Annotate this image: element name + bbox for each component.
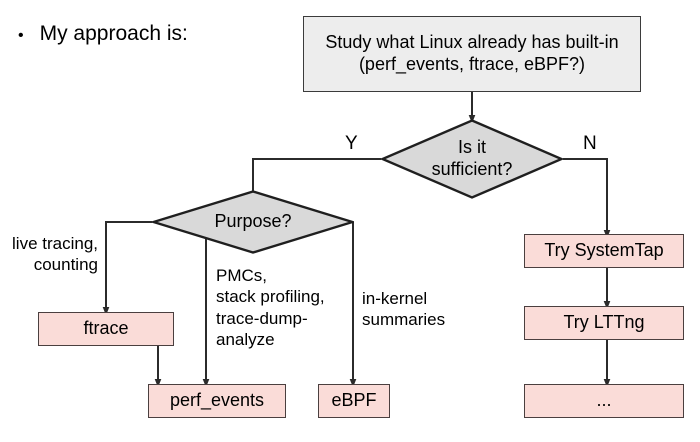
edge-yes-to-purpose xyxy=(249,158,381,203)
node-ftrace-label: ftrace xyxy=(83,318,129,339)
node-perf-events[interactable]: perf_events xyxy=(148,384,286,418)
edge-label-in-kernel: in-kernel summaries xyxy=(362,289,446,330)
bullet-text: My approach is: xyxy=(39,22,188,45)
node-ftrace[interactable]: ftrace xyxy=(38,312,174,346)
decision-diamond-shape xyxy=(381,119,563,199)
node-try-lttng-label: Try LTTng xyxy=(563,312,645,333)
node-try-lttng[interactable]: Try LTTng xyxy=(524,306,684,340)
purpose-diamond-shape xyxy=(152,190,354,254)
decision-sufficient-line1: Is it xyxy=(457,137,486,158)
node-ebpf-label: eBPF xyxy=(331,390,377,411)
node-study-linux-builtin-label: Study what Linux already has built-in (p… xyxy=(325,32,618,76)
edge-no-to-systemtap xyxy=(563,158,611,239)
edge-label-yes: Y xyxy=(345,133,358,154)
edge-label-pmcs: PMCs, stack profiling, trace-dump- analy… xyxy=(216,266,325,350)
decision-sufficient-line2: sufficient? xyxy=(431,159,513,179)
edge-label-no: N xyxy=(583,133,597,154)
node-ebpf[interactable]: eBPF xyxy=(318,384,390,418)
node-more-label: ... xyxy=(596,390,612,411)
node-study-linux-builtin-line1: Study what Linux already has built-in xyxy=(325,32,619,53)
bullet-marker-icon: • xyxy=(18,27,24,44)
node-decision-is-it-sufficient[interactable]: Is it sufficient? xyxy=(381,119,563,199)
node-study-linux-builtin-line2: (perf_events, ftrace, eBPF?) xyxy=(358,54,586,74)
node-decision-is-it-sufficient-label: Is it sufficient? xyxy=(432,137,513,180)
node-more[interactable]: ... xyxy=(524,384,684,418)
node-decision-purpose[interactable]: Purpose? xyxy=(152,190,354,254)
node-try-systemtap-label: Try SystemTap xyxy=(544,240,664,261)
node-perf-events-label: perf_events xyxy=(169,390,265,411)
slide-bullet: • My approach is: xyxy=(18,22,258,46)
edge-purpose-to-ftrace xyxy=(102,221,152,316)
edge-label-live-tracing: live tracing, counting xyxy=(12,234,98,275)
node-study-linux-builtin[interactable]: Study what Linux already has built-in (p… xyxy=(303,16,641,92)
node-decision-purpose-label: Purpose? xyxy=(214,211,292,232)
node-try-systemtap[interactable]: Try SystemTap xyxy=(524,234,684,268)
